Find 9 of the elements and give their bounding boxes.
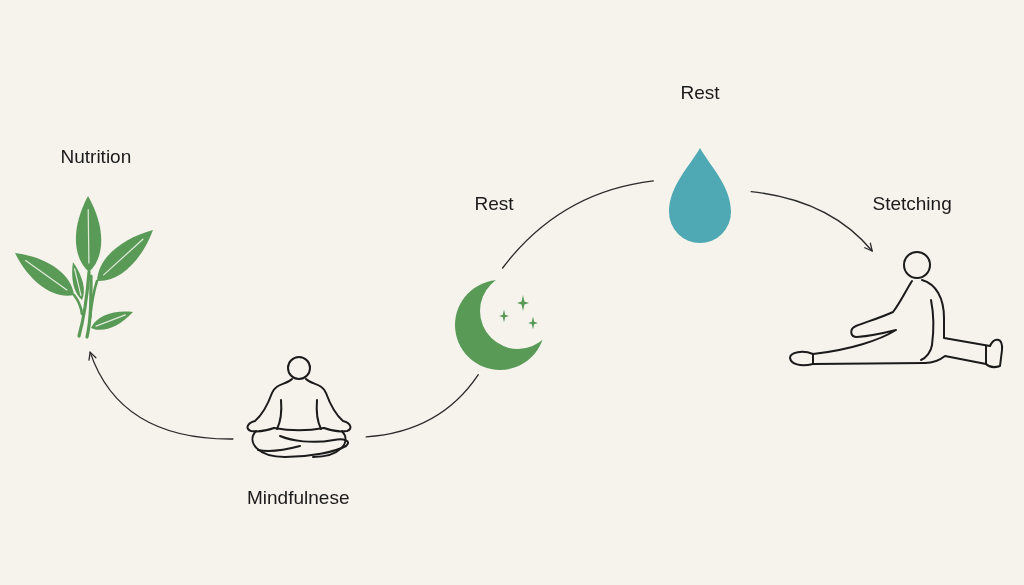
icon-caption: Rest [680,82,720,104]
curved-arrow [750,190,873,252]
curved-connector [501,180,654,269]
icon-caption: Stetching [872,193,952,215]
icon-caption: Mindfulnese [247,487,350,509]
curved-arrow [88,351,234,440]
icon-caption: Rest [474,193,514,215]
curved-connector [365,374,479,438]
icon-caption: Nutrition [60,146,132,168]
